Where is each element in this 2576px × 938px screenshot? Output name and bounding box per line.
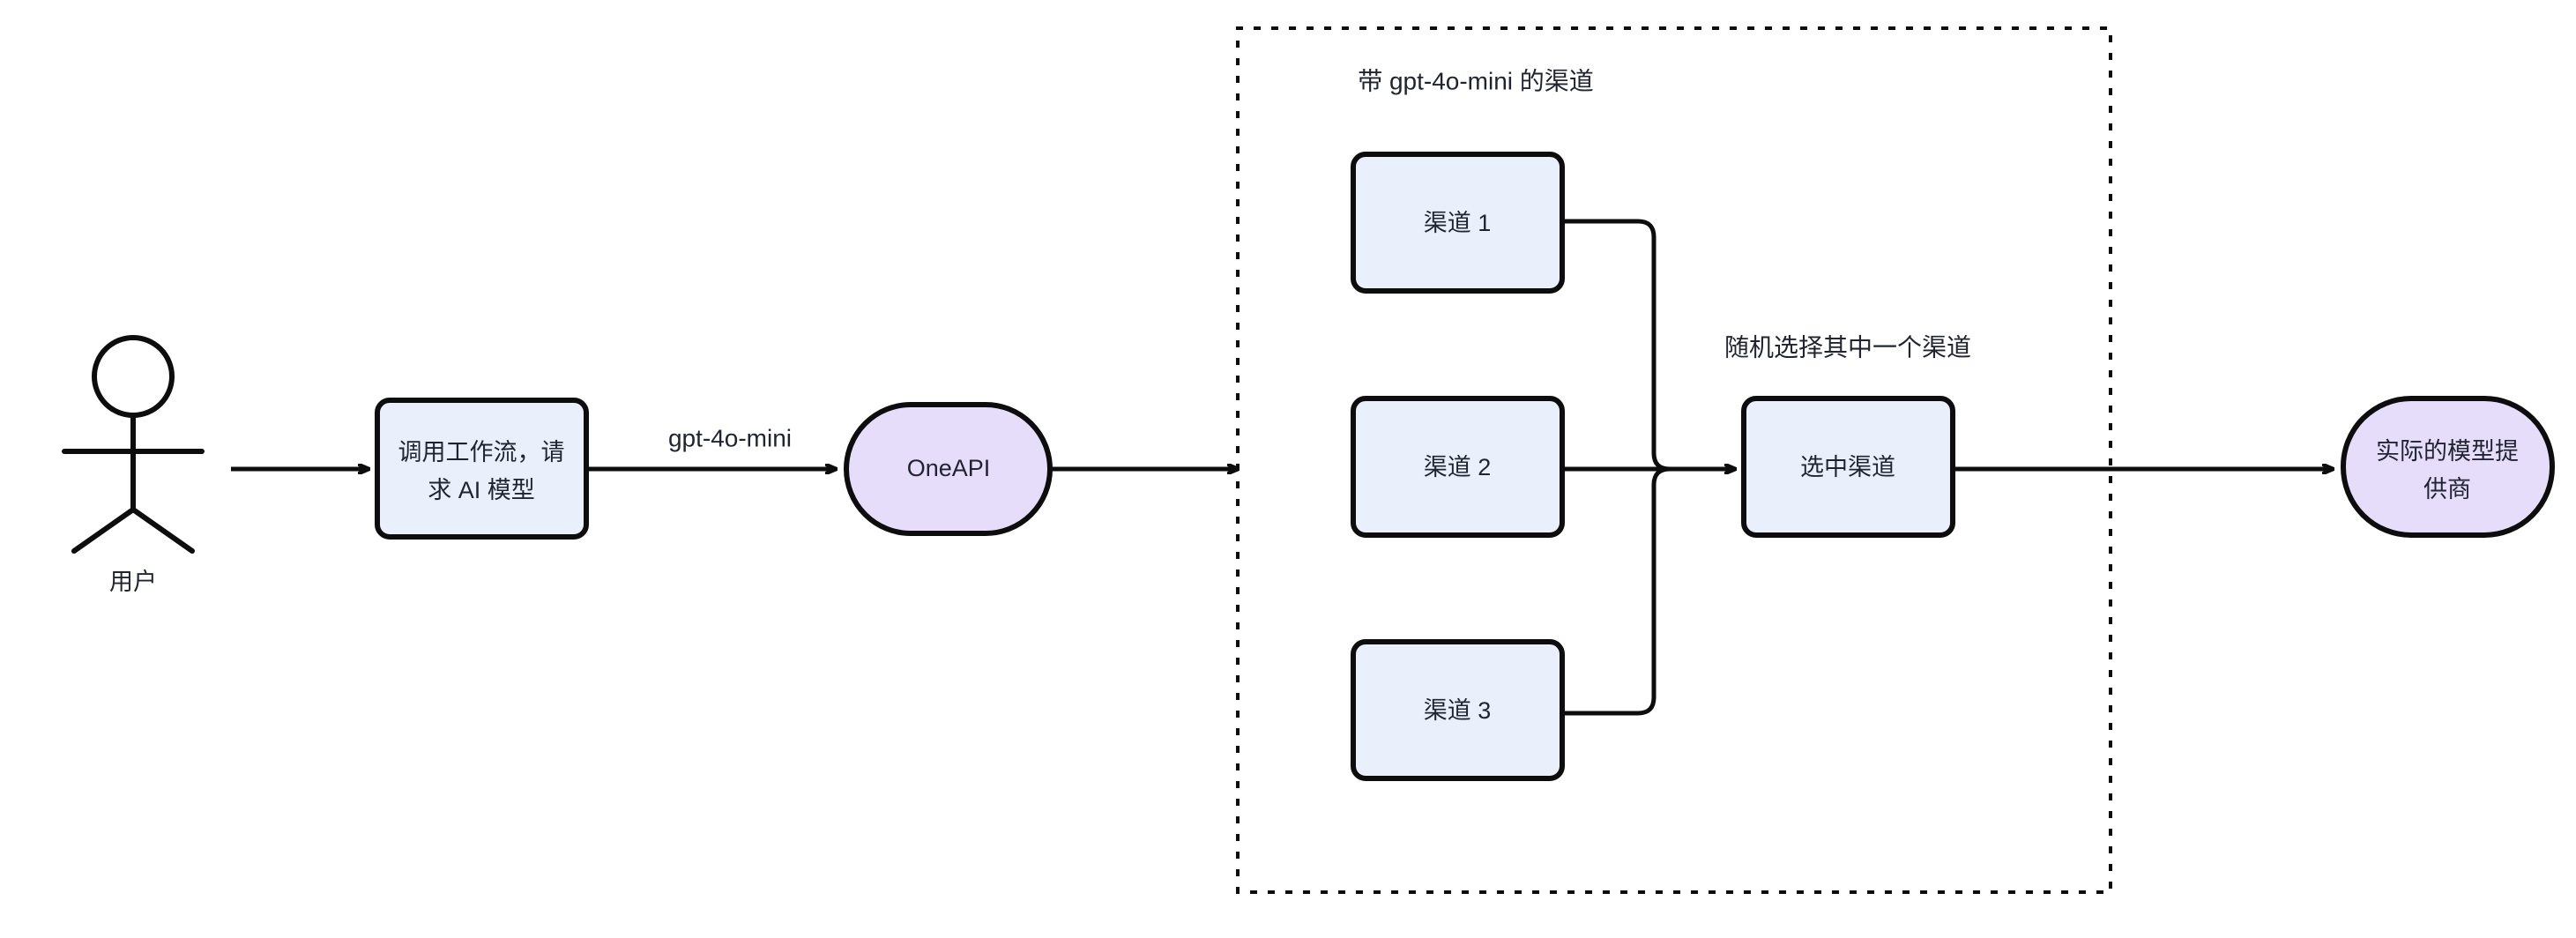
edge-label-random-select: 随机选择其中一个渠道 xyxy=(1724,333,1971,361)
edge-channel3-merge-line xyxy=(1561,466,1672,716)
node-provider-shape[interactable] xyxy=(2341,396,2555,538)
node-selected-channel-label: 选中渠道 xyxy=(1800,454,1895,480)
edge-label-gpt-4o-mini: gpt-4o-mini xyxy=(668,424,792,451)
actor-right-leg-icon xyxy=(130,507,195,554)
node-channel1[interactable]: 渠道 1 xyxy=(1351,152,1565,294)
user-actor: 用户 xyxy=(62,335,205,595)
node-oneapi[interactable]: OneAPI xyxy=(844,402,1053,536)
node-provider-label-line1: 实际的模型提 xyxy=(2376,438,2519,465)
node-channel1-label: 渠道 1 xyxy=(1424,210,1492,236)
channel-group-container: 带 gpt-4o-mini 的渠道 xyxy=(1236,26,2112,894)
actor-label: 用户 xyxy=(109,569,157,595)
node-channel2-label: 渠道 2 xyxy=(1424,454,1492,480)
edge-channel1-merge-line xyxy=(1561,219,1672,472)
node-workflow-label-line2: 求 AI 模型 xyxy=(428,477,535,503)
node-channel3-shape[interactable] xyxy=(1351,639,1565,781)
node-workflow-label-line1: 调用工作流，请 xyxy=(398,439,565,465)
group-dotted-border xyxy=(1236,26,2112,894)
actor-left-leg-icon xyxy=(71,507,136,554)
node-oneapi-shape[interactable] xyxy=(844,402,1053,536)
node-selected-channel-shape[interactable] xyxy=(1741,396,1955,538)
edge-workflow-to-oneapi: gpt-4o-mini xyxy=(588,424,836,469)
node-provider[interactable]: 实际的模型提 供商 xyxy=(2341,396,2555,538)
node-workflow-shape[interactable] xyxy=(375,398,589,540)
edge-channels-to-selected: 随机选择其中一个渠道 xyxy=(1561,219,1971,716)
group-label: 带 gpt-4o-mini 的渠道 xyxy=(1358,67,1594,94)
node-selected-channel[interactable]: 选中渠道 xyxy=(1741,396,1955,538)
node-channel3[interactable]: 渠道 3 xyxy=(1351,639,1565,781)
node-channel3-label: 渠道 3 xyxy=(1424,697,1492,724)
node-oneapi-label: OneAPI xyxy=(907,455,991,481)
node-workflow[interactable]: 调用工作流，请 求 AI 模型 xyxy=(375,398,589,540)
node-channel2[interactable]: 渠道 2 xyxy=(1351,396,1565,538)
node-channel2-shape[interactable] xyxy=(1351,396,1565,538)
node-provider-label-line2: 供商 xyxy=(2423,476,2471,502)
actor-head-icon xyxy=(92,335,175,418)
